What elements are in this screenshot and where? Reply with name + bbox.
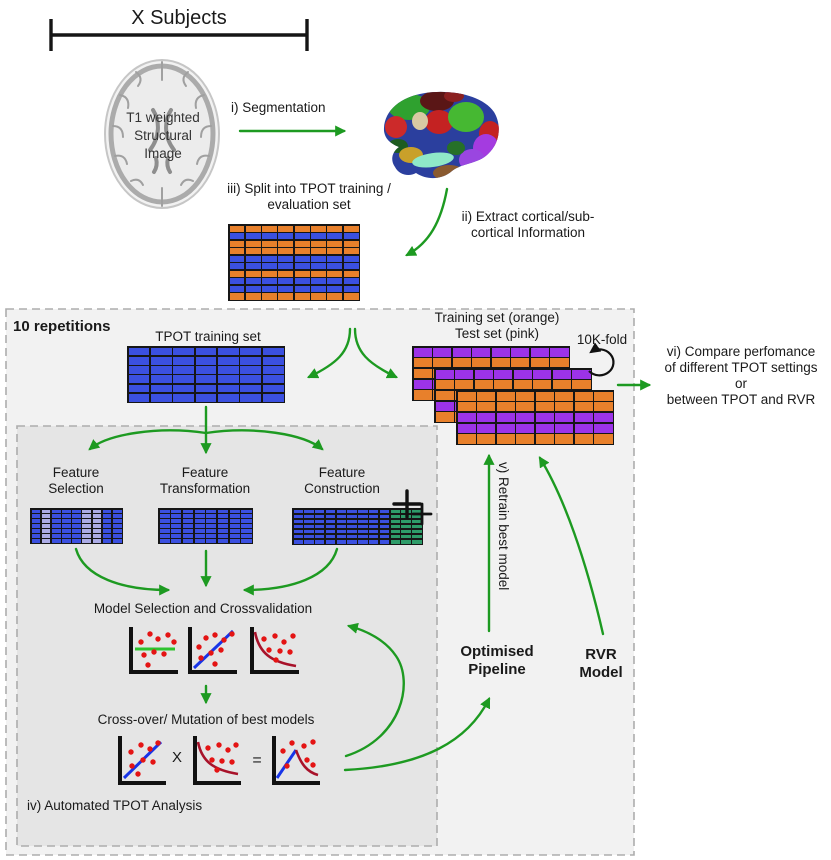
tpot-training-grid bbox=[127, 346, 285, 403]
segmentation-step-label: i) Segmentation bbox=[231, 100, 326, 115]
feature-transformation-label: Feature Transformation bbox=[159, 465, 251, 496]
subjects-label: X Subjects bbox=[131, 7, 227, 29]
split-dataset-grid bbox=[228, 224, 360, 301]
training-test-set-label: Training set (orange) Test set (pink) bbox=[434, 310, 560, 341]
train-test-grid-front bbox=[456, 390, 614, 445]
crossover-label: Cross-over/ Mutation of best models bbox=[97, 712, 315, 727]
extract-step-label: ii) Extract cortical/sub- cortical Infor… bbox=[461, 209, 595, 240]
crossover-times-sign: X bbox=[171, 749, 183, 766]
kfold-label: 10K-fold bbox=[576, 332, 628, 347]
retrain-step-label: v) Retrain best model bbox=[496, 462, 511, 591]
tpot-training-set-label: TPOT training set bbox=[155, 329, 261, 344]
model-selection-label: Model Selection and Crossvalidation bbox=[93, 601, 313, 616]
extract-arrow bbox=[405, 187, 449, 257]
feature-construction-label: Feature Construction bbox=[304, 465, 380, 496]
compare-step-label: vi) Compare perfomance of different TPOT… bbox=[664, 344, 818, 407]
split-step-label: iii) Split into TPOT training / evaluati… bbox=[227, 181, 391, 212]
automated-analysis-label: iv) Automated TPOT Analysis bbox=[27, 798, 203, 813]
feature-construction-grid bbox=[292, 508, 423, 545]
feature-transformation-grid bbox=[158, 508, 253, 544]
feature-selection-label: Feature Selection bbox=[48, 465, 104, 496]
segmented-brain-illustration bbox=[383, 91, 499, 179]
feature-selection-grid bbox=[30, 508, 123, 544]
crossover-equals-sign: = bbox=[252, 752, 262, 769]
repetitions-box-label: 10 repetitions bbox=[13, 318, 111, 335]
optimised-pipeline-label: Optimised Pipeline bbox=[460, 643, 534, 678]
rvr-model-label: RVR Model bbox=[579, 646, 623, 681]
t1-brain-caption: T1 weighted Structural Image bbox=[126, 110, 200, 161]
